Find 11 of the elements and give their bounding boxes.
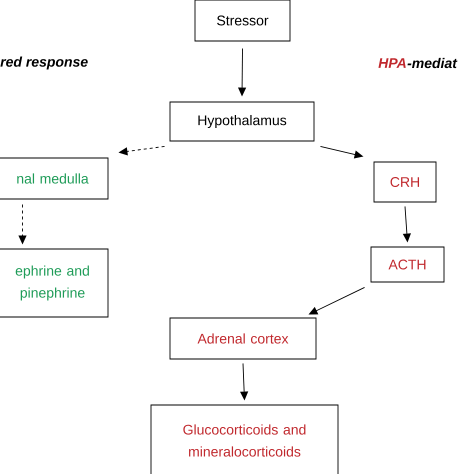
side-heading: red response (0, 56, 88, 70)
process-box: Stressor (194, 0, 290, 42)
process-box: Hypothalamus (170, 102, 314, 142)
process-box: nal medulla (0, 158, 108, 200)
process-box: ACTH (370, 246, 444, 282)
process-box: CRH (374, 162, 436, 202)
side-heading: -mediat (408, 58, 458, 68)
process-box: Adrenal cortex (170, 318, 316, 360)
side-heading: HPA (378, 58, 406, 68)
process-box: Glucocorticoids and mineralocorticoids (150, 404, 338, 474)
process-box: ephrine and pinephrine (0, 248, 108, 318)
